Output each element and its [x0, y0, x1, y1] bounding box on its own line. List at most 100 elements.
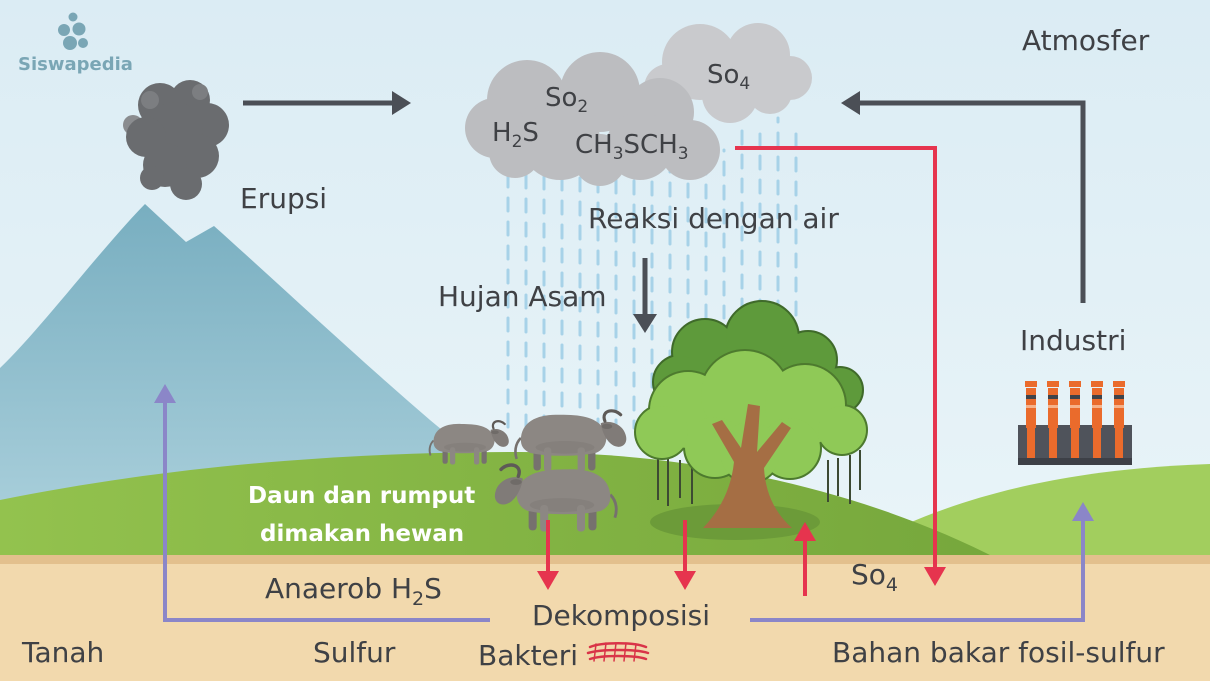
arrow-head	[633, 314, 657, 333]
formula-h2s: H2S	[492, 118, 539, 152]
chimney-cap	[1047, 381, 1059, 387]
chimney-cap	[1025, 381, 1037, 387]
brand-name: Siswapedia	[18, 54, 133, 75]
formula-base: Anaerob H	[265, 572, 412, 605]
label-anaerob-h2s: Anaerob H2S	[265, 572, 442, 610]
smoke-puff	[140, 166, 164, 190]
grape-dot	[78, 38, 88, 48]
chimney-band	[1026, 405, 1036, 408]
bacteria-strand	[588, 642, 648, 649]
arrow-head	[1072, 502, 1094, 521]
arrow-head	[537, 571, 559, 590]
label-tanah: Tanah	[21, 636, 104, 669]
rain-icon	[506, 116, 798, 430]
arrow-eruption-to-atmosphere	[243, 91, 411, 115]
arrow-head	[392, 91, 411, 115]
formula-subscript: 2	[577, 97, 588, 117]
tree-trunk	[703, 404, 792, 528]
label-bakteri: Bakteri	[478, 639, 578, 672]
cloud-puff	[702, 67, 758, 123]
canopy-puff	[818, 406, 866, 454]
smoke-puff	[141, 91, 159, 109]
cloud-icon	[465, 52, 720, 186]
arrow-animals-to-soil	[537, 520, 559, 590]
label-reaksi-dengan-air: Reaksi dengan air	[588, 202, 839, 235]
arrow-head	[924, 567, 946, 586]
formula-subscript: 2	[512, 132, 523, 152]
arrow-head	[841, 91, 860, 115]
chimney-band	[1048, 405, 1058, 408]
label-erupsi: Erupsi	[240, 182, 327, 215]
tree-icon	[634, 300, 868, 540]
chimney-band	[1092, 405, 1102, 408]
arrow-head	[154, 384, 176, 403]
formula-subscript: 2	[412, 588, 424, 610]
formula-base: S	[424, 572, 442, 605]
label-sulfur: Sulfur	[313, 636, 396, 669]
cloud-puff	[660, 120, 720, 180]
label-industri: Industri	[1020, 324, 1126, 357]
chimney-band	[1114, 405, 1124, 408]
arrow-tree-to-soil	[674, 520, 696, 590]
grape-dot	[63, 36, 77, 50]
chimney-band	[1114, 395, 1124, 399]
formula-so2: So2	[545, 83, 588, 117]
formula-base: So	[851, 558, 886, 591]
chimney-cap	[1091, 381, 1103, 387]
formula-subscript: 3	[613, 144, 624, 164]
formula-base: CH	[575, 130, 613, 160]
chimney-band	[1026, 395, 1036, 399]
arrow-so4-deposition	[735, 146, 946, 586]
factory-stripe	[1093, 425, 1101, 458]
factory-stripe	[1027, 425, 1035, 458]
arrow-decomposition-to-industry	[750, 502, 1094, 622]
label-bahan-bakar-fosil: Bahan bakar fosil-sulfur	[832, 636, 1165, 669]
chimney-band	[1070, 405, 1080, 408]
label-atmosfer: Atmosfer	[1022, 24, 1150, 57]
formula-so4-cloud: So4	[707, 60, 750, 94]
arrow-line	[750, 519, 1085, 622]
factory-stripe	[1049, 425, 1057, 458]
label-daun-line2: dimakan hewan	[260, 521, 464, 547]
formula-base: SCH	[624, 130, 678, 160]
formula-so4-soil: So4	[851, 558, 898, 596]
formula-subscript: 4	[739, 74, 750, 94]
cloud-puff	[489, 126, 541, 178]
smoke-puff	[170, 168, 202, 200]
label-daun-line1: Daun dan rumput	[248, 483, 475, 509]
arrow-line	[735, 146, 937, 568]
arrow-decomposition-to-volcano	[154, 384, 490, 622]
bacteria-strand	[586, 648, 650, 655]
chimney-cap	[1069, 381, 1081, 387]
arrow-soil-to-tree	[794, 522, 816, 596]
grape-dot	[58, 24, 70, 36]
volcano-icon	[0, 204, 560, 520]
factory-stripe	[1115, 425, 1123, 458]
chimney-band	[1070, 395, 1080, 399]
canopy-puff	[636, 406, 688, 458]
formula-base: S	[522, 118, 539, 148]
factory-stripe	[1071, 425, 1079, 458]
label-hujan-asam: Hujan Asam	[438, 280, 607, 313]
formula-base: So	[545, 83, 577, 113]
arrow-industry-to-atmosphere	[841, 91, 1086, 303]
arrow-rain-down	[633, 258, 657, 333]
chimney-band	[1048, 395, 1058, 399]
cloud-puff	[574, 134, 626, 186]
grape-dot	[72, 22, 86, 36]
label-dekomposisi: Dekomposisi	[532, 599, 710, 632]
formula-subscript: 4	[886, 574, 898, 596]
arrow-line	[163, 401, 490, 622]
chimney-cap	[1113, 381, 1125, 387]
cloud-puff	[748, 70, 792, 114]
chimney-band	[1092, 395, 1102, 399]
factory-base-strip	[1018, 458, 1132, 465]
grape-dot	[68, 12, 78, 22]
arrow-head	[794, 522, 816, 541]
arrow-head	[674, 571, 696, 590]
formula-subscript: 3	[678, 144, 689, 164]
bacteria-legs	[593, 642, 637, 662]
smoke-icon	[123, 80, 229, 200]
formula-ch3sch3: CH3SCH3	[575, 130, 689, 164]
